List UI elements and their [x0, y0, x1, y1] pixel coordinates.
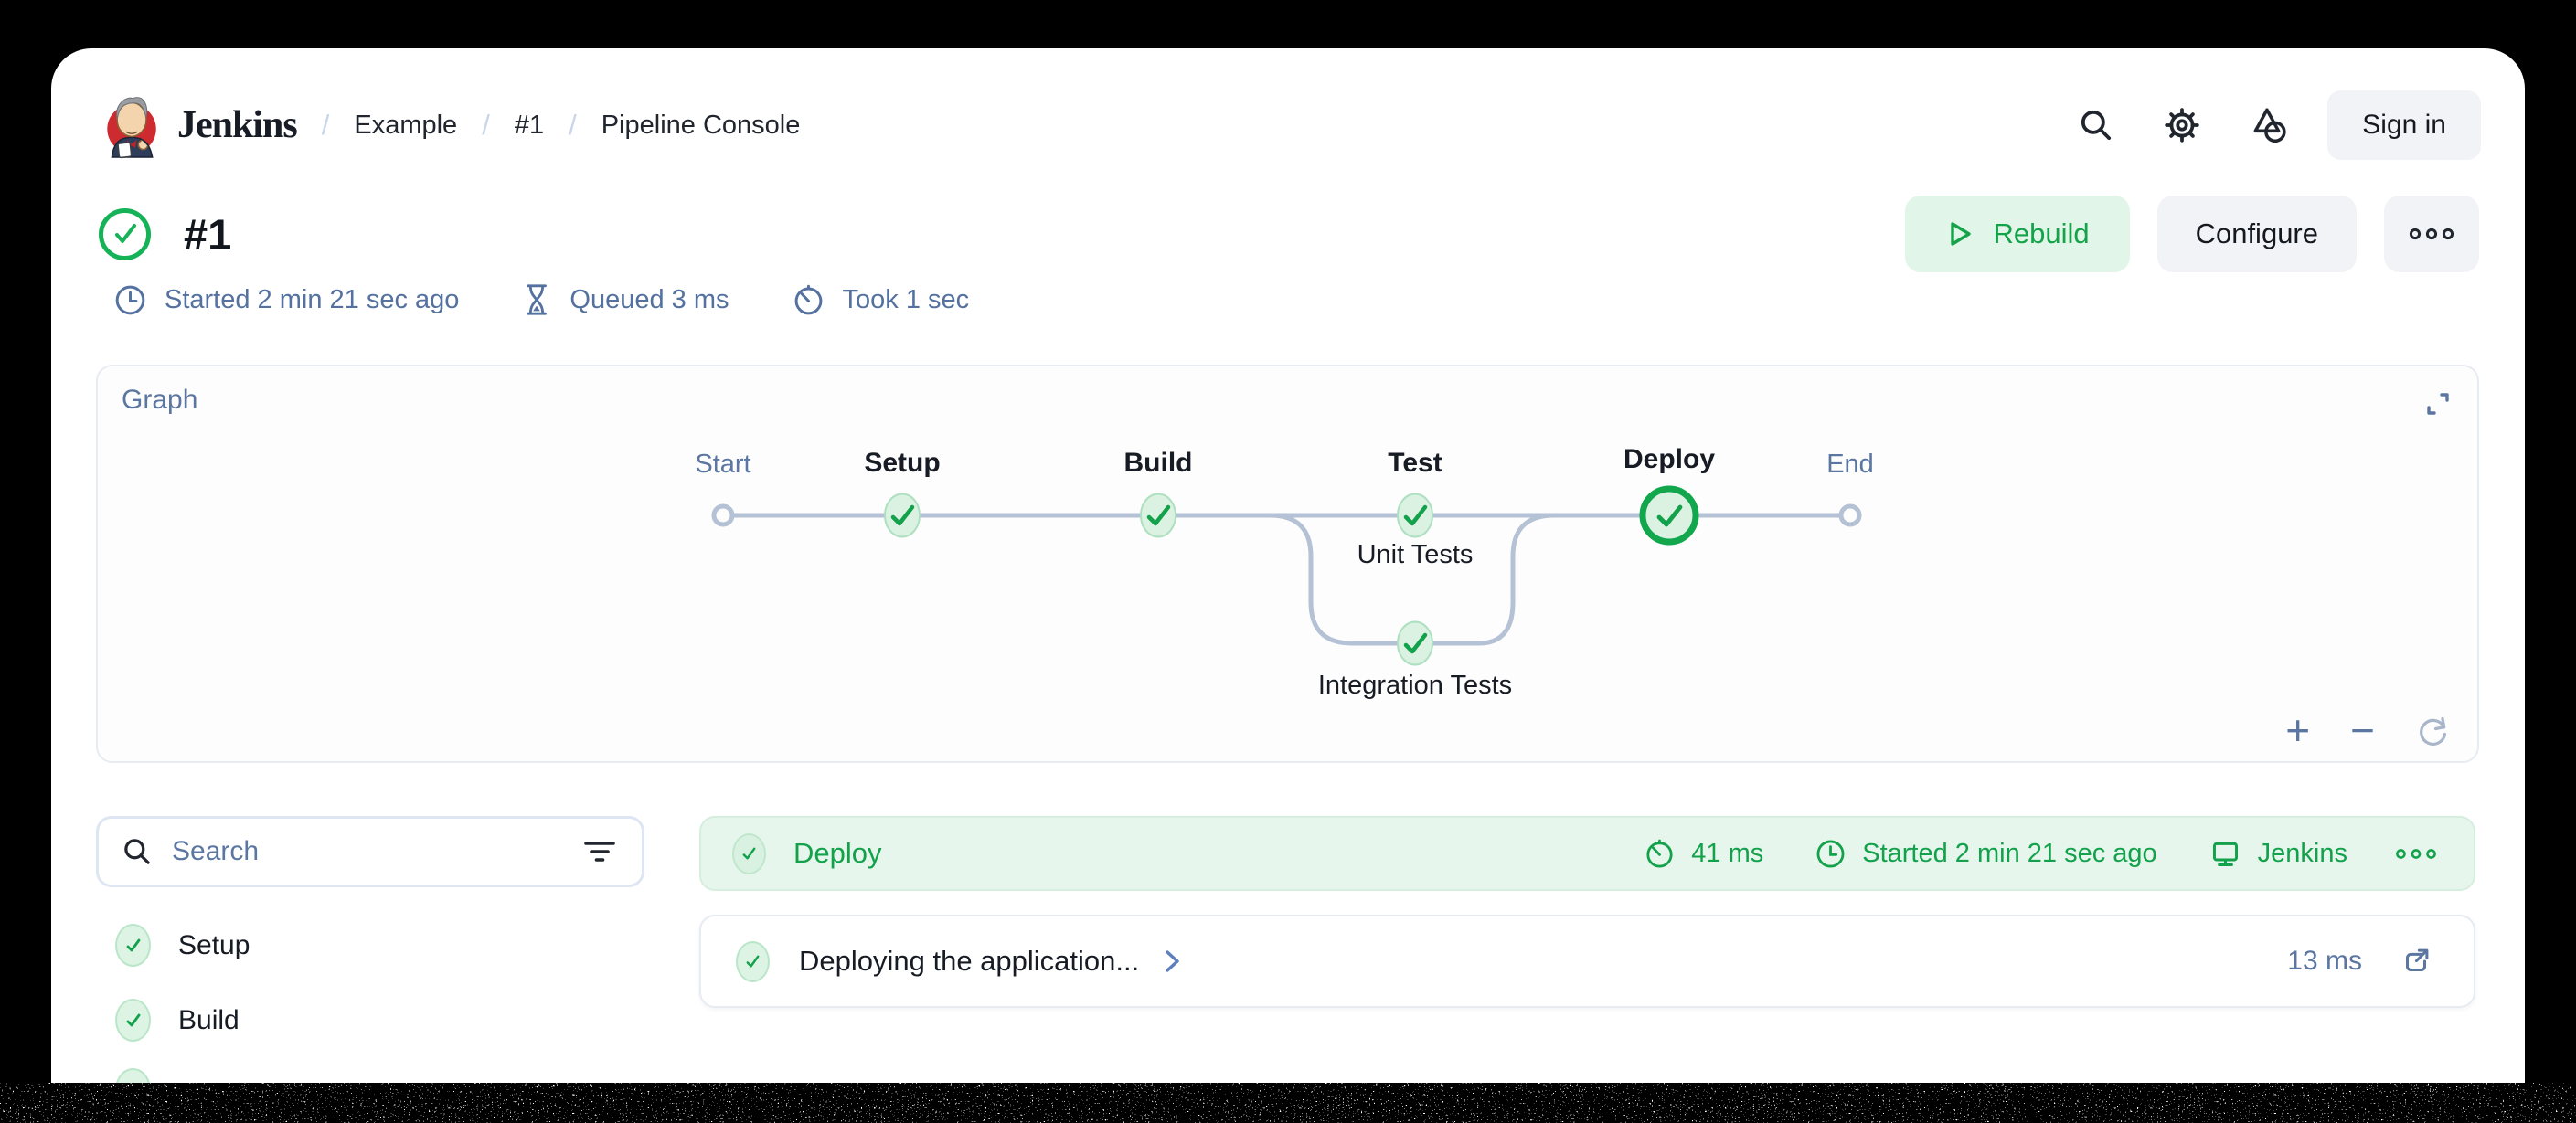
deploy-step-row[interactable]: Deploying the application... 13 ms — [699, 915, 2475, 1008]
page-title: #1 — [184, 209, 232, 259]
started-text: Started 2 min 21 sec ago — [165, 284, 460, 314]
expand-icon[interactable] — [2421, 387, 2455, 421]
build-title-row: #1 Rebuild Configure — [99, 195, 2479, 273]
computer-icon — [2212, 842, 2238, 866]
breadcrumb-separator: / — [321, 109, 330, 141]
play-icon — [1951, 222, 1972, 246]
ellipsis-icon — [2409, 228, 2454, 240]
stage-name: Deploy — [793, 837, 882, 869]
reset-view-icon[interactable] — [2415, 712, 2452, 748]
graph-node-setup[interactable] — [884, 493, 921, 538]
zoom-in-button[interactable]: + — [2285, 706, 2311, 754]
breadcrumb-separator: / — [569, 109, 577, 141]
top-bar: Jenkins / Example / #1 / Pipeline Consol… — [101, 89, 2481, 162]
graph-zoom-controls: + − — [2285, 706, 2452, 754]
more-options-button[interactable] — [2384, 196, 2479, 272]
graph-node-deploy-selected[interactable] — [1639, 485, 1699, 546]
search-icon — [124, 839, 150, 864]
stage-list-item-setup[interactable]: Setup — [115, 924, 250, 967]
chevron-right-icon — [1166, 950, 1179, 972]
stage-more-icon[interactable] — [2395, 848, 2437, 860]
rebuild-label: Rebuild — [1993, 217, 2090, 249]
took-stat: Took 1 sec — [792, 282, 970, 317]
graph-label-build: Build — [1123, 448, 1193, 478]
external-link-icon[interactable] — [2399, 944, 2433, 979]
build-stats-row: Started 2 min 21 sec ago Queued 3 ms Too… — [113, 282, 969, 317]
graph-label-start: Start — [695, 450, 751, 479]
stage-list-label: Setup — [178, 929, 250, 960]
clock-icon — [1816, 840, 1845, 867]
graph-node-end[interactable] — [1838, 503, 1862, 527]
graph-label-deploy: Deploy — [1623, 444, 1716, 474]
clock-icon — [115, 285, 145, 314]
stopwatch-icon — [794, 284, 822, 314]
hourglass-icon — [527, 284, 548, 315]
graph-label-test: Test — [1388, 448, 1442, 478]
build-success-icon — [99, 207, 151, 260]
breadcrumb-separator: / — [482, 109, 490, 141]
queued-text: Queued 3 ms — [569, 284, 729, 314]
pipeline-graph — [711, 485, 1862, 666]
stage-list-item-build[interactable]: Build — [115, 999, 240, 1042]
graph-panel-title: Graph — [122, 385, 198, 415]
stopwatch-icon — [1646, 839, 1673, 867]
search-icon[interactable] — [2077, 106, 2115, 144]
stage-success-icon — [732, 832, 766, 874]
graph-label-end: End — [1826, 450, 1874, 479]
main-window: Jenkins / Example / #1 / Pipeline Consol… — [51, 48, 2525, 1123]
rebuild-button[interactable]: Rebuild — [1905, 196, 2130, 272]
jenkins-logo-icon[interactable] — [101, 91, 161, 159]
filter-icon[interactable] — [581, 836, 618, 867]
gear-icon[interactable] — [2163, 106, 2201, 144]
graph-label-unit-tests: Unit Tests — [1357, 540, 1474, 569]
breadcrumb-page[interactable]: Pipeline Console — [601, 110, 801, 140]
screenshot-noise-band — [0, 1083, 2576, 1123]
graph-node-unit-tests[interactable] — [1397, 493, 1433, 538]
sign-in-label: Sign in — [2362, 110, 2446, 140]
deploy-stage-row[interactable]: Deploy 41 ms Started 2 min 21 sec ago Je… — [699, 816, 2475, 891]
graph-node-integration-tests[interactable] — [1397, 620, 1433, 666]
took-text: Took 1 sec — [842, 284, 970, 314]
search-input[interactable] — [172, 836, 581, 867]
configure-button[interactable]: Configure — [2156, 196, 2357, 272]
graph-node-build[interactable] — [1140, 493, 1176, 538]
stage-success-icon — [115, 999, 151, 1042]
stage-agent: Jenkins — [2209, 837, 2347, 871]
sign-in-button[interactable]: Sign in — [2327, 90, 2481, 160]
zoom-out-button[interactable]: − — [2350, 706, 2375, 754]
stage-list-label: Build — [178, 1004, 240, 1035]
stage-success-icon — [115, 924, 151, 967]
graph-node-start[interactable] — [711, 503, 735, 527]
step-success-icon — [736, 940, 770, 982]
started-stat: Started 2 min 21 sec ago — [113, 282, 459, 317]
breadcrumb-build[interactable]: #1 — [514, 110, 545, 140]
queued-stat: Queued 3 ms — [521, 282, 729, 317]
plugins-shapes-icon[interactable] — [2249, 106, 2287, 144]
stage-duration: 41 ms — [1644, 838, 1763, 870]
graph-label-setup: Setup — [864, 448, 941, 478]
breadcrumb-job[interactable]: Example — [354, 110, 458, 140]
step-duration: 13 ms — [2287, 946, 2362, 976]
pipeline-graph-panel: Graph — [96, 365, 2479, 763]
stage-search-box — [96, 816, 644, 887]
stage-started: Started 2 min 21 sec ago — [1815, 838, 2157, 870]
graph-label-integration-tests: Integration Tests — [1317, 671, 1513, 700]
brand-title[interactable]: Jenkins — [177, 104, 298, 146]
configure-label: Configure — [2195, 217, 2318, 249]
step-label: Deploying the application... — [799, 945, 1140, 977]
